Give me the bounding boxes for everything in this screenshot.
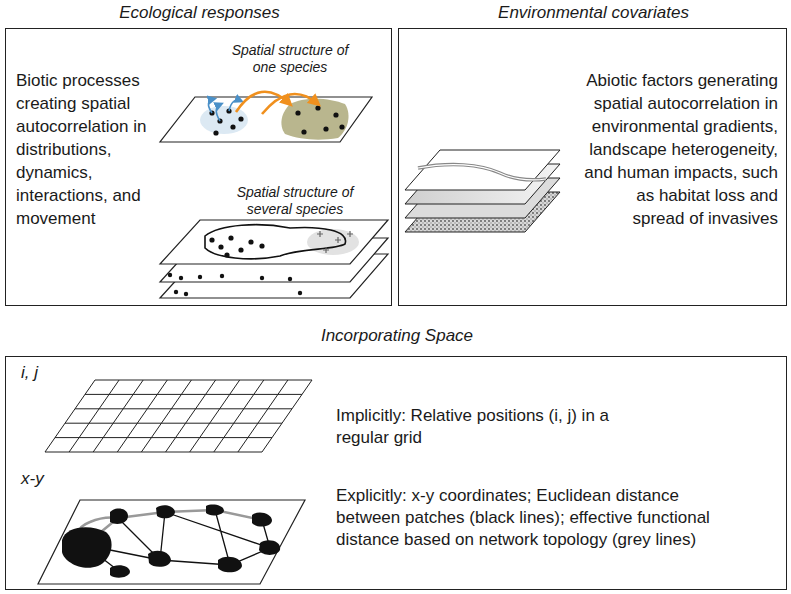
illustration-circle (315, 105, 320, 110)
illustration-circle (184, 292, 188, 296)
space-panel: Incorporating Spacei, jImplicitly: Relat… (5, 356, 787, 590)
illustration-circle (260, 276, 264, 280)
environment-layers (405, 150, 560, 232)
illustration-path (218, 557, 242, 573)
covariate-panel: Environmental covariatesAbiotic factors … (398, 28, 787, 306)
method-text: Implicitly: Relative positions (i, j) in… (336, 405, 636, 449)
illustration-polygon (45, 380, 312, 452)
illustration-circle (238, 116, 243, 121)
illustration-circle (168, 273, 172, 277)
illustration-path (110, 565, 130, 577)
illustration-path (208, 99, 214, 113)
illustration-polygon (405, 150, 560, 190)
illustration-path (236, 92, 290, 112)
illustration-path (216, 104, 221, 121)
illustration-circle (298, 291, 302, 295)
illustration-ellipse (307, 229, 359, 255)
panel-heading: Environmental covariates (399, 3, 788, 23)
illustration-line (214, 380, 264, 452)
response-panel: Ecological responsesBiotic processes cre… (5, 28, 392, 306)
illustration-circle (248, 239, 253, 244)
illustration-circle (218, 244, 223, 249)
illustration-path (262, 94, 318, 114)
panel-heading: Incorporating Space (6, 326, 788, 346)
method-text: Explicitly: x-y coordinates; Euclidean d… (336, 485, 746, 551)
illustration-path (259, 540, 280, 555)
illustration-line (238, 380, 288, 452)
illustration-path (317, 231, 353, 253)
illustration-label: Spatial structure of one species (220, 42, 360, 76)
illustration-polygon (160, 220, 388, 264)
illustration-circle (179, 276, 183, 280)
illustration-circle (333, 112, 338, 117)
illustration-line (65, 423, 282, 424)
illustration-circle (224, 252, 229, 257)
illustration-circle (213, 130, 218, 135)
illustration-path (418, 165, 546, 180)
panel-body: Biotic processes creating spatial autoco… (16, 69, 168, 230)
illustration-label: Spatial structure of several species (220, 184, 370, 218)
illustration-circle (295, 110, 300, 115)
illustration-line (93, 380, 143, 452)
regular-grid (45, 380, 312, 452)
illustration-circle (220, 274, 224, 278)
illustration-line (85, 394, 302, 395)
axis-label: x-y (21, 469, 44, 489)
illustration-line (117, 380, 167, 452)
illustration-path (205, 225, 346, 259)
illustration-circle (301, 129, 306, 134)
illustration-path (118, 510, 262, 520)
illustration-circle (174, 290, 178, 294)
illustration-path (252, 513, 272, 527)
illustration-circle (288, 277, 292, 281)
illustration-path (148, 551, 171, 567)
illustration-line (75, 408, 292, 409)
illustration-circle (238, 247, 243, 252)
illustration-path (281, 99, 348, 140)
illustration-line (69, 380, 119, 452)
illustration-circle (209, 237, 214, 242)
illustration-polygon (38, 500, 305, 584)
panel-body: Abiotic factors generating spatial autoc… (583, 69, 778, 230)
illustration-line (55, 437, 272, 438)
illustration-path (156, 505, 175, 518)
illustration-circle (323, 126, 328, 131)
illustration-circle (198, 275, 202, 279)
illustration-polygon (160, 97, 372, 142)
illustration-line (141, 380, 191, 452)
illustration-circle (339, 124, 344, 129)
illustration-path (418, 165, 546, 180)
illustration-circle (259, 243, 264, 248)
illustration-line (166, 380, 216, 452)
illustration-ellipse (200, 106, 248, 134)
panel-heading: Ecological responses (6, 3, 393, 23)
illustration-circle (230, 124, 235, 129)
illustration-path (206, 505, 224, 516)
illustration-circle (228, 235, 233, 240)
illustration-line (190, 380, 240, 452)
several-species-planes (160, 220, 388, 298)
illustration-path (62, 527, 112, 567)
one-species-plane (160, 92, 372, 142)
illustration-path (110, 509, 128, 524)
patch-network (38, 500, 305, 584)
axis-label: i, j (21, 363, 38, 383)
